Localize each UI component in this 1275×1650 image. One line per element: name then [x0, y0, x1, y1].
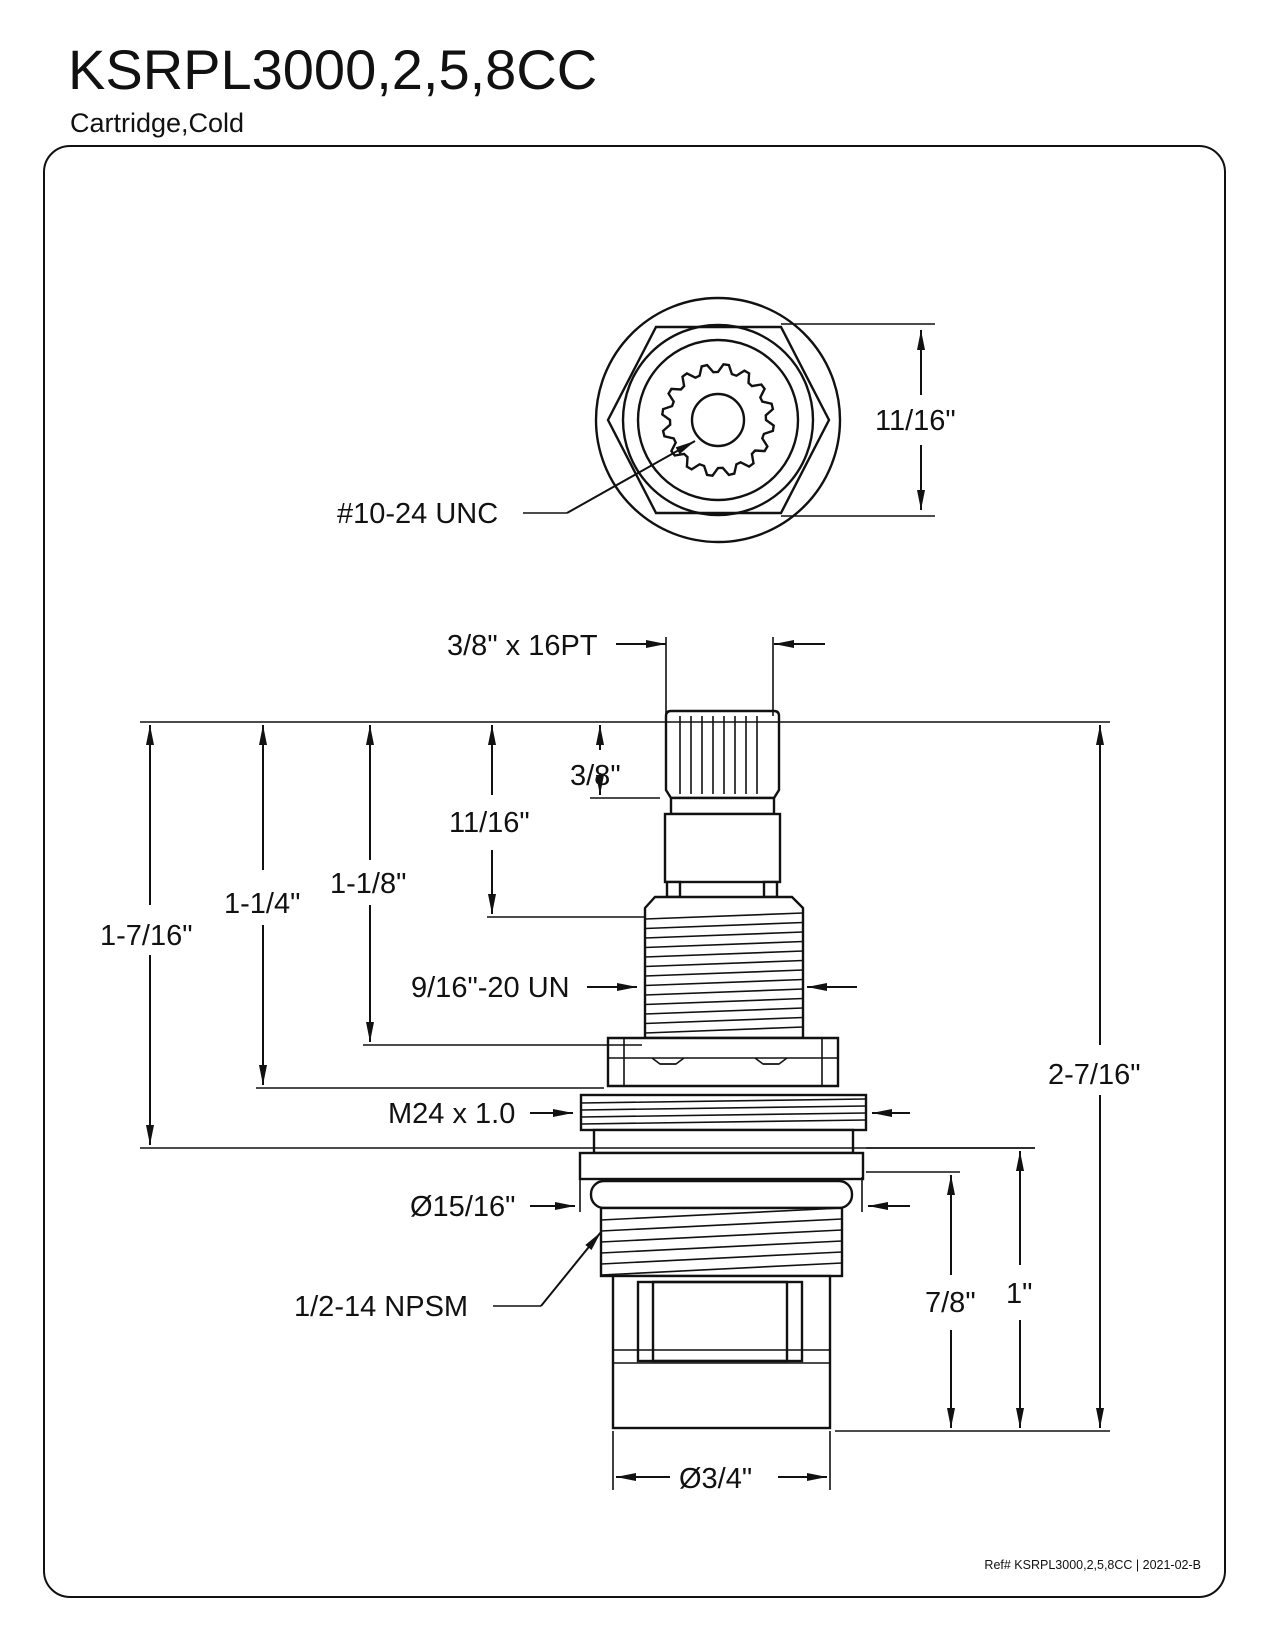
- flange: [578, 1151, 865, 1181]
- npsm-leader: 1/2-14 NPSM: [294, 1231, 602, 1323]
- top-view-outer-circle: [594, 296, 842, 544]
- upper-thread-dimension-label: 9/16"-20 UN: [411, 972, 570, 1004]
- base-body: [611, 1274, 832, 1430]
- oring-diameter-dimension: Ø15/16": [410, 1177, 910, 1223]
- top-hex-dimension-label: 11/16": [875, 405, 956, 437]
- drawing-subtitle: Cartridge,Cold: [70, 108, 245, 138]
- spline-width-dimension: 3/8" x 16PT: [447, 630, 825, 716]
- lower-7-8-dimension-label: 7/8": [925, 1287, 976, 1319]
- height-1-1-4-dimension-label: 1-1/4": [224, 888, 300, 920]
- overall-height-dimension-label: 2-7/16": [1048, 1059, 1141, 1091]
- height-1-1-8-dimension: 1-1/8": [330, 725, 642, 1046]
- top-view: [594, 296, 842, 544]
- stem: [663, 812, 782, 884]
- lower-1-dimension: 1": [866, 1147, 1035, 1428]
- hex-nut: [606, 1036, 840, 1088]
- spline-width-dimension-label: 3/8" x 16PT: [447, 630, 598, 662]
- oring-diameter-dimension-label: Ø15/16": [410, 1191, 515, 1223]
- upper-thread-dimension: 9/16"-20 UN: [411, 972, 857, 1004]
- spline-height-dimension: 3/8": [570, 725, 660, 799]
- npsm-leader-label: 1/2-14 NPSM: [294, 1291, 468, 1323]
- drawing-title: KSRPL3000,2,5,8CC: [68, 38, 598, 101]
- metric-thread-ring: [579, 1093, 868, 1132]
- spline-head: [664, 709, 781, 800]
- height-1-1-4-dimension: 1-1/4": [224, 725, 604, 1089]
- stem-height-dimension-label: 11/16": [449, 807, 530, 839]
- cartridge-side-view: [578, 709, 868, 1430]
- reference-number: Ref# KSRPL3000,2,5,8CC | 2021-02-B: [984, 1558, 1201, 1572]
- top-hex-dimension: 11/16": [781, 323, 956, 517]
- lower-1-dimension-label: 1": [1006, 1278, 1032, 1310]
- lower-7-8-dimension: 7/8": [866, 1171, 976, 1428]
- spline-height-dimension-label: 3/8": [570, 760, 621, 792]
- top-view-spline: [661, 363, 775, 477]
- thread-leader: #10-24 UNC: [337, 440, 696, 530]
- height-1-1-8-dimension-label: 1-1/8": [330, 868, 406, 900]
- height-1-7-16-dimension: 1-7/16": [100, 725, 1035, 1149]
- base-diameter-dimension-label: Ø3/4": [679, 1463, 752, 1495]
- metric-thread-dimension-label: M24 x 1.0: [388, 1098, 515, 1130]
- metric-thread-dimension: M24 x 1.0: [388, 1098, 910, 1130]
- o-ring: [589, 1179, 854, 1210]
- drawing-border: [43, 145, 1226, 1598]
- stem-height-dimension: 11/16": [449, 725, 645, 918]
- overall-height-dimension: 2-7/16": [835, 725, 1141, 1432]
- top-view-hex: [606, 325, 831, 515]
- thread-leader-label: #10-24 UNC: [337, 498, 498, 530]
- height-1-7-16-dimension-label: 1-7/16": [100, 920, 193, 952]
- base-diameter-dimension: Ø3/4": [612, 1431, 831, 1495]
